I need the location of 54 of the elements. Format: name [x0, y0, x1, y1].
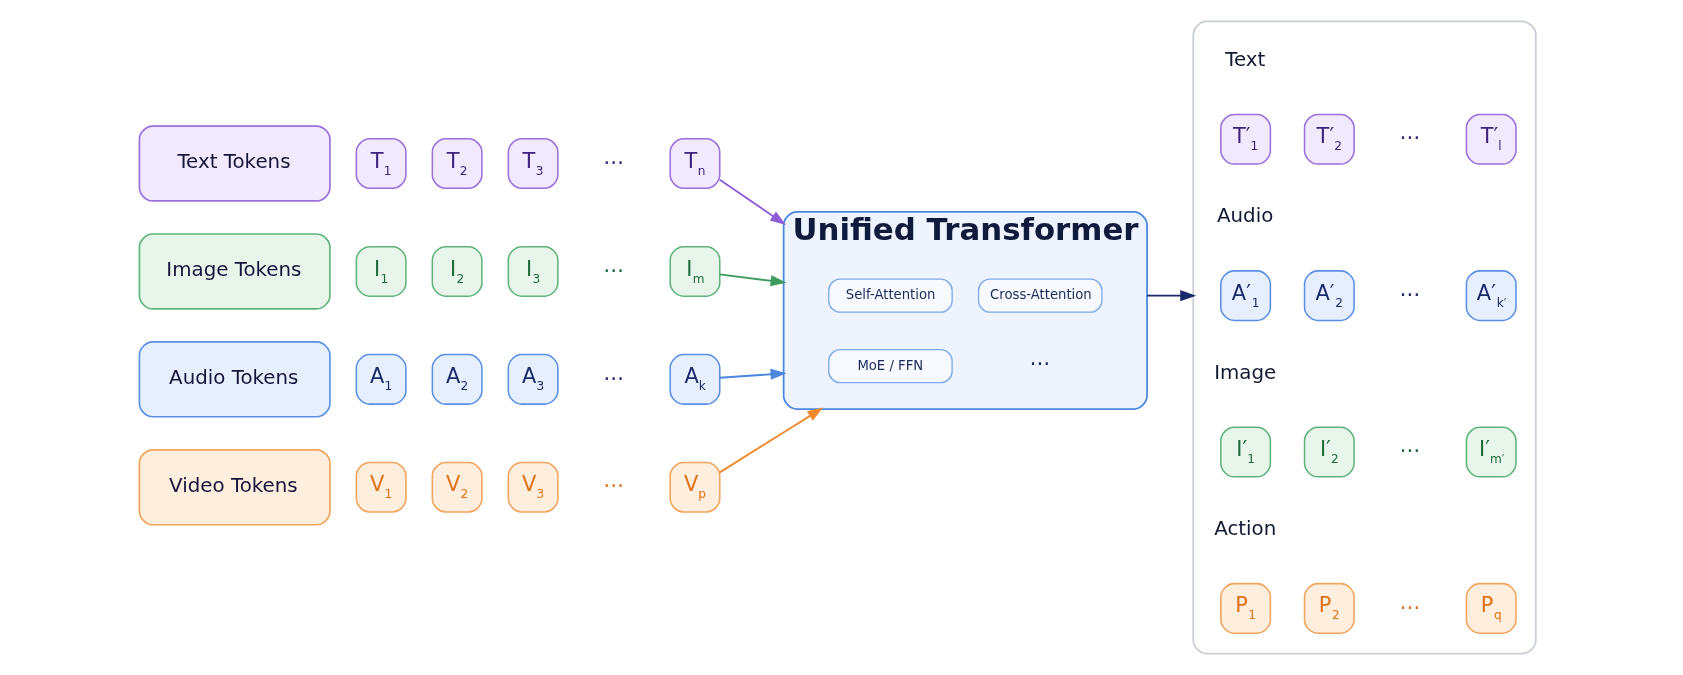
label: ⋯	[1399, 438, 1421, 463]
node-box: Text Tokens	[138, 125, 331, 202]
node-box: A$_{1}$	[355, 353, 407, 405]
node-box: T$_{1}$	[355, 137, 407, 190]
label: ⋯	[1399, 125, 1421, 150]
label: ⋯	[603, 365, 624, 390]
node-box: I$_{2}$	[431, 245, 483, 297]
node-box: T$_{n}$	[668, 137, 721, 190]
node-box: Audio Tokens	[138, 341, 331, 418]
label: ⋯	[1399, 594, 1421, 619]
label: Audio	[1216, 204, 1273, 228]
node-box: I′$_{m′}$	[1465, 426, 1517, 478]
node-box: T$_{3}$	[507, 137, 559, 190]
node-box: I$_{3}$	[507, 245, 559, 297]
node-box: T$_{2}$	[431, 137, 483, 190]
node-box: A$_{k}$	[668, 353, 721, 405]
node-box: I$_{1}$	[355, 245, 407, 297]
arrow	[718, 407, 823, 474]
label: ⋯	[603, 149, 624, 174]
node-box: P$_{q}$	[1465, 582, 1517, 634]
node-box: T′$_{l}$	[1465, 113, 1517, 165]
label: ⋯	[603, 257, 624, 282]
label: Text	[1224, 47, 1265, 71]
node-box: V$_{1}$	[355, 461, 407, 513]
arrow	[1145, 290, 1196, 302]
arrow	[718, 178, 786, 225]
node-box: A$_{2}$	[431, 353, 483, 405]
node-box: Image Tokens	[138, 233, 331, 310]
label: ⋯	[1399, 281, 1421, 306]
node-box: Cross-Attention	[977, 278, 1103, 313]
label: Action	[1213, 517, 1276, 541]
node-box: T′$_{1}$	[1219, 113, 1271, 165]
node-box: P$_{1}$	[1219, 582, 1271, 634]
label: ⋯	[1029, 351, 1051, 376]
node-box: I$_{m}$	[668, 245, 721, 297]
arrow	[718, 368, 786, 380]
node-box: I′$_{2}$	[1303, 426, 1355, 478]
node-box: MoE / FFN	[827, 348, 953, 384]
node-box: Self-Attention	[827, 278, 953, 313]
node-box: V$_{p}$	[668, 461, 721, 513]
node-box: T′$_{2}$	[1303, 113, 1355, 165]
node-box: V$_{3}$	[507, 461, 559, 513]
label: Image	[1213, 360, 1276, 384]
node-box: I′$_{1}$	[1219, 426, 1271, 478]
node-box: A′$_{1}$	[1219, 270, 1271, 322]
label: ⋯	[603, 473, 624, 498]
cluster	[1191, 20, 1537, 655]
node-box: A′$_{2}$	[1303, 270, 1355, 322]
node-box: A$_{3}$	[507, 353, 559, 405]
arrow	[718, 273, 786, 287]
node-box: Video Tokens	[138, 449, 331, 526]
node-box: V$_{2}$	[431, 461, 483, 513]
node-box: A′$_{k′}$	[1465, 270, 1517, 322]
node-box: P$_{2}$	[1303, 582, 1355, 634]
